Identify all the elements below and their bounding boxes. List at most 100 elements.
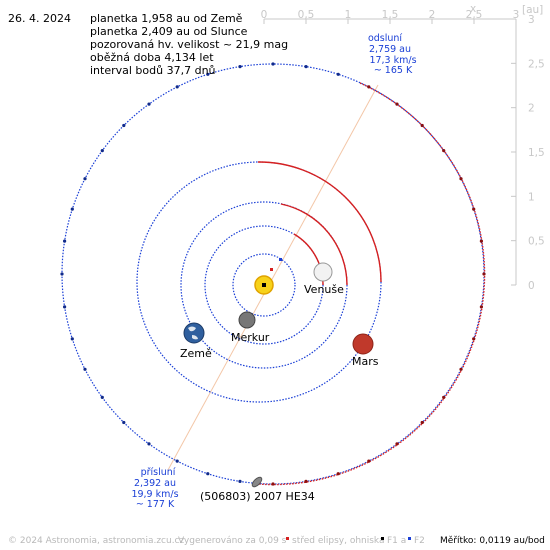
info-point-interval: interval bodů 37,7 dnů [90,64,216,77]
focus-f1-marker [262,283,266,287]
y-ticks: 32,521,510,50 [511,14,545,292]
y-tick-label: 3 [528,14,535,26]
footer-legend-f1: F1 a [387,536,406,546]
asteroid-name: (506803) 2007 HE34 [200,490,315,503]
perihelion-title: přísluní [141,467,176,478]
asteroid-orbit-red [257,82,486,486]
orbit-dot [479,239,483,243]
orbit-position-dots [60,62,486,486]
planet-venus: Venuše [304,262,344,296]
orbit-dot [367,459,371,463]
perihelion-distance: 2,392 au [134,478,176,489]
orbit-dot [70,337,74,341]
aphelion-temperature: ~ 165 K [374,65,413,76]
x-axis-label: x [470,3,476,15]
mars-orbit-arc [257,161,382,283]
y-tick-label: 1 [528,191,535,203]
orbit-dot [100,149,104,153]
x-tick-label: 0,5 [298,9,315,21]
info-sun-distance: planetka 2,409 au od Slunce [90,25,248,38]
orbit-dot [100,395,104,399]
earth-label: Země [180,347,212,360]
footer-generated: Vygenerováno za 0,09 s [178,536,287,546]
orbit-dot [63,305,67,309]
orbit-dot [122,123,126,128]
mercury-icon [238,311,256,329]
mars-icon [352,333,374,355]
orbit-dot [60,272,64,276]
orbit-dot [442,395,446,399]
orbit-dot [238,479,242,483]
aphelion-speed: 17,3 km/s [369,55,416,66]
orbit-dot [420,123,424,128]
orbit-dot [420,420,424,425]
focus-f2-marker [279,258,282,261]
x-tick-label: 1,5 [382,9,399,21]
orbit-dot [271,482,275,486]
orbit-dot [479,305,483,309]
apsis-line [167,84,379,471]
asteroid: (506803) 2007 HE34 [200,476,315,503]
asteroid-icon [251,476,263,488]
orbit-dot [472,337,476,341]
orbit-dot [147,102,151,106]
sun [254,258,282,295]
orbit-dot [147,442,151,446]
ellipse-center-marker [270,268,273,271]
orbit-dot [206,72,210,76]
y-tick-label: 0 [528,280,535,292]
orbit-dot [304,65,308,69]
mars-label: Mars [352,355,379,368]
x-tick-label: 3 [513,9,520,21]
orbit-dot [482,272,486,276]
earth-orbit-arc [280,203,348,286]
y-tick-label: 1,5 [528,147,545,159]
mercury-label: Merkur [231,331,270,344]
info-magnitude: pozorovaná hv. velikost ~ 21,9 mag [90,38,288,51]
planet-mars: Mars [352,333,379,368]
date-label: 26. 4. 2024 [8,12,71,25]
orbit-dot [70,207,74,211]
info-block: planetka 1,958 au od Země planetka 2,409… [90,12,288,77]
x-tick-label: 2,5 [466,9,483,21]
footer-scale: Měřítko: 0,0119 au/bod [440,536,545,546]
info-earth-distance: planetka 1,958 au od Země [90,12,243,25]
orbit-dot [336,472,340,476]
orbit-dot [238,65,242,69]
asteroid-orbit [60,62,486,486]
orbit-dot [459,177,463,181]
orbit-dot [472,207,476,211]
orbit-dot [395,442,399,446]
earth-icon [183,322,205,344]
unit-label: [au] [522,4,543,16]
footer-legend-f2: F2 [414,536,425,546]
orbit-dot [304,479,308,483]
perihelion-temperature: ~ 177 K [136,499,175,510]
orbit-dot [83,177,87,181]
orbit-dot [367,85,371,89]
mercury-orbit [232,253,296,317]
orbit-dot [175,85,179,89]
orbit-dot [83,367,87,371]
earth-clouds [188,326,198,340]
footer: © 2024 Astronomia, astronomia.zcu.cz Vyg… [8,536,545,546]
x-tick-label: 0 [261,9,268,21]
orbit-dot [336,72,340,76]
orbit-dot [442,149,446,153]
info-period: oběžná doba 4,134 let [90,51,214,64]
aphelion-distance: 2,759 au [369,44,411,55]
aphelion-annotation: odsluní 2,759 au 17,3 km/s ~ 165 K [368,33,417,76]
orbit-dot [395,102,399,106]
planet-earth: Země [180,322,212,360]
perihelion-annotation: přísluní 2,392 au 19,9 km/s ~ 177 K [131,467,178,510]
orbit-dot [271,62,275,66]
y-tick-label: 0,5 [528,236,545,248]
orbit-dot [122,420,126,425]
venus-label: Venuše [304,283,344,296]
legend-center-icon [286,537,289,540]
orbit-dot [63,239,67,243]
legend-f2-icon [408,537,411,540]
